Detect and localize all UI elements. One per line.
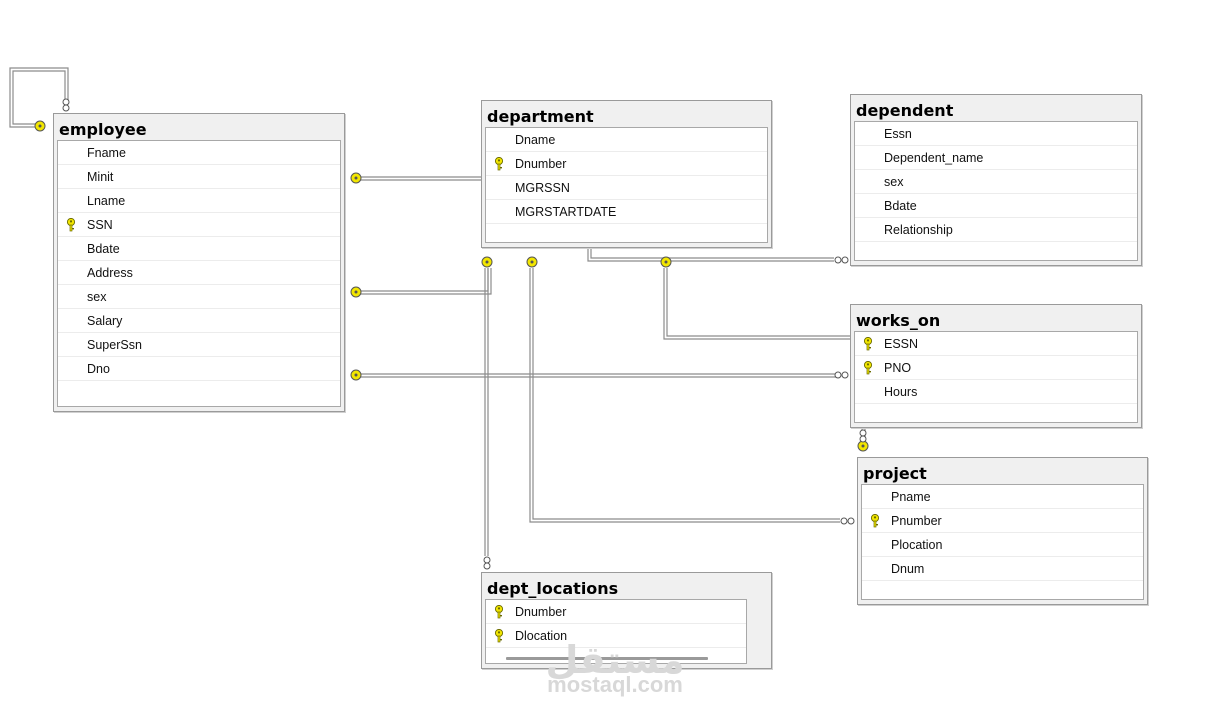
primary-key-icon xyxy=(863,337,873,351)
column-row[interactable]: Essn xyxy=(855,122,1137,146)
column-name: Bdate xyxy=(87,242,120,256)
column-name: Plocation xyxy=(891,538,943,552)
column-row[interactable]: PNO xyxy=(855,356,1137,380)
column-name: Dependent_name xyxy=(884,151,984,165)
column-row[interactable]: Pnumber xyxy=(862,509,1143,533)
column-row[interactable]: Address xyxy=(58,261,340,285)
column-name: Minit xyxy=(87,170,114,184)
column-name: Bdate xyxy=(884,199,917,213)
column-name: SSN xyxy=(87,218,113,232)
column-name: Dname xyxy=(515,133,556,147)
primary-key-icon xyxy=(66,218,76,232)
column-row[interactable]: SSN xyxy=(58,213,340,237)
column-row[interactable]: MGRSTARTDATE xyxy=(486,200,767,224)
column-row[interactable]: SuperSsn xyxy=(58,333,340,357)
column-name: sex xyxy=(87,290,107,304)
column-name: Dnumber xyxy=(515,605,567,619)
column-name: Pnumber xyxy=(891,514,942,528)
column-row[interactable]: Relationship xyxy=(855,218,1137,242)
table-title: employee xyxy=(59,120,147,139)
column-row[interactable]: Hours xyxy=(855,380,1137,404)
column-name: Address xyxy=(87,266,133,280)
column-row[interactable]: Minit xyxy=(58,165,340,189)
column-name: Essn xyxy=(884,127,912,141)
column-name: ESSN xyxy=(884,337,919,351)
column-row[interactable]: Dno xyxy=(58,357,340,381)
column-name: MGRSSN xyxy=(515,181,570,195)
column-name: SuperSsn xyxy=(87,338,142,352)
column-row[interactable]: MGRSSN xyxy=(486,176,767,200)
column-row[interactable]: Bdate xyxy=(855,194,1137,218)
column-row[interactable]: Dname xyxy=(486,128,767,152)
primary-key-icon xyxy=(494,605,504,619)
table-title: project xyxy=(863,464,927,483)
column-list: ESSN PNO Hours xyxy=(854,331,1138,423)
watermark-arabic: مستقل xyxy=(545,638,685,682)
column-name: Dlocation xyxy=(515,629,568,643)
horizontal-scrollbar[interactable] xyxy=(506,657,708,660)
column-row[interactable]: Dnum xyxy=(862,557,1143,581)
column-row[interactable]: Fname xyxy=(58,141,340,165)
column-row[interactable]: Plocation xyxy=(862,533,1143,557)
column-name: Hours xyxy=(884,385,918,399)
primary-key-icon xyxy=(863,361,873,375)
column-name: MGRSTARTDATE xyxy=(515,205,617,219)
column-row[interactable]: sex xyxy=(855,170,1137,194)
column-row[interactable]: Dependent_name xyxy=(855,146,1137,170)
column-name: Relationship xyxy=(884,223,953,237)
column-row[interactable]: Bdate xyxy=(58,237,340,261)
column-name: Pname xyxy=(891,490,931,504)
column-row[interactable]: Dnumber xyxy=(486,600,746,624)
column-row[interactable]: Pname xyxy=(862,485,1143,509)
column-name: Salary xyxy=(87,314,123,328)
primary-key-icon xyxy=(494,157,504,171)
watermark-logo: مستقل mostaql.com xyxy=(540,640,690,696)
column-row[interactable]: Dlocation xyxy=(486,624,746,648)
watermark-latin: mostaql.com xyxy=(547,672,683,697)
column-name: Fname xyxy=(87,146,126,160)
column-name: Dnum xyxy=(891,562,925,576)
column-name: Lname xyxy=(87,194,126,208)
column-name: Dnumber xyxy=(515,157,567,171)
column-row[interactable]: ESSN xyxy=(855,332,1137,356)
column-row[interactable]: Dnumber xyxy=(486,152,767,176)
column-name: Dno xyxy=(87,362,110,376)
column-row[interactable]: Salary xyxy=(58,309,340,333)
primary-key-icon xyxy=(870,514,880,528)
column-row[interactable]: sex xyxy=(58,285,340,309)
table-title: dependent xyxy=(856,101,954,120)
column-name: sex xyxy=(884,175,904,189)
column-row[interactable]: Lname xyxy=(58,189,340,213)
table-title: department xyxy=(487,107,594,126)
table-title: dept_locations xyxy=(487,579,619,598)
table-title: works_on xyxy=(856,311,941,330)
primary-key-icon xyxy=(494,629,504,643)
table-works-on[interactable]: works_on ESSN PNO Hours xyxy=(850,304,1142,428)
column-name: PNO xyxy=(884,361,912,375)
